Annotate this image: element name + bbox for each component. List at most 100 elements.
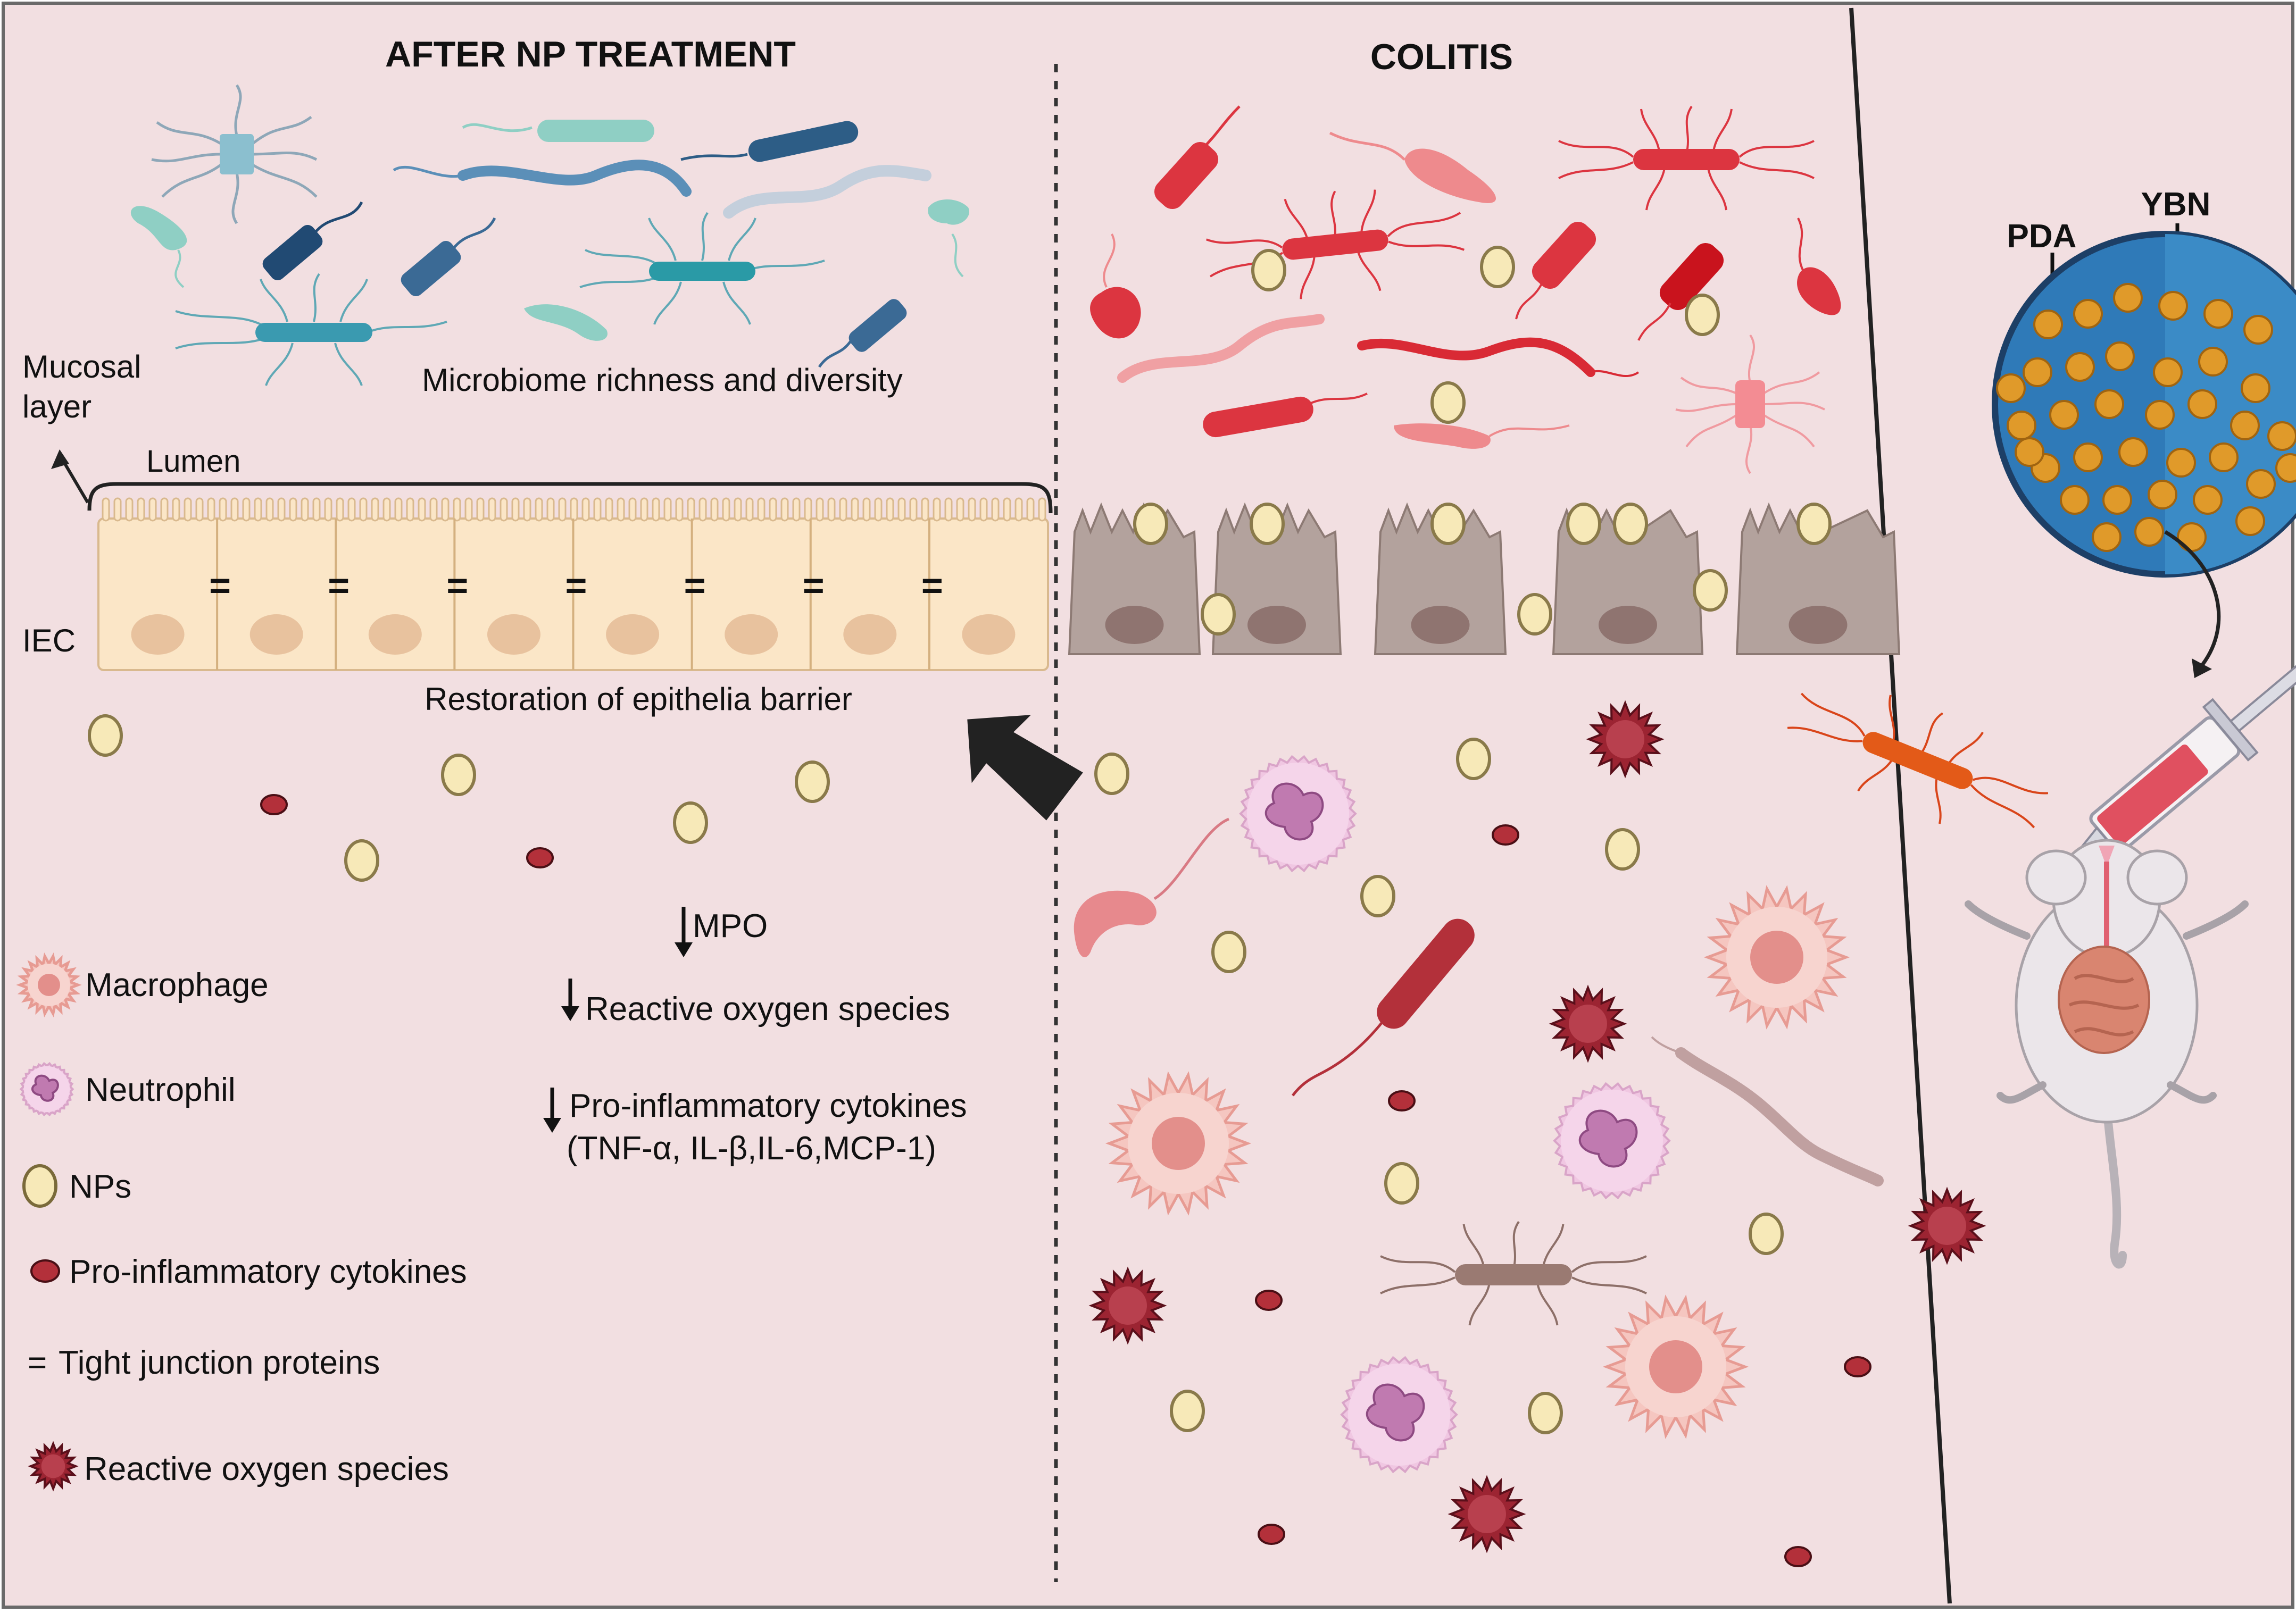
microvillus [219, 497, 227, 522]
mouse-ear [2025, 849, 2087, 906]
flagellum [1640, 108, 1661, 155]
syringe-plunger [2229, 651, 2296, 733]
flagella [1675, 334, 1825, 474]
microvillus [804, 497, 812, 522]
flagellum [1380, 1276, 1455, 1294]
bacterium-good [928, 199, 969, 225]
flagellum [1675, 403, 1737, 412]
legend-label-neutrophil: Neutrophil [85, 1072, 236, 1108]
mouse-intestine-folds [2068, 974, 2140, 1037]
macrophage-nucleus [1152, 1117, 1205, 1170]
microvillus [605, 497, 613, 522]
mouse-arm [2183, 900, 2249, 940]
panel-divider-diagonal [1849, 7, 1952, 1604]
flagellum [1800, 692, 1866, 737]
cytokine [1388, 1090, 1416, 1111]
flagellum [1300, 252, 1316, 299]
neutrophil [1239, 755, 1357, 873]
microvillus [535, 497, 543, 522]
pda-coating-dot [2177, 522, 2207, 552]
microvillus [839, 497, 847, 522]
pda-coating-dot [2166, 448, 2196, 478]
cytokine [260, 794, 288, 815]
macrophage-nucleus [1649, 1340, 1702, 1393]
bacterium-body [1282, 229, 1388, 260]
pda-coating-dot [2118, 437, 2148, 467]
bacterium-good [262, 225, 323, 280]
macrophage-icon [16, 952, 82, 1018]
pda-coating-dot [2049, 400, 2079, 430]
flagellum [1308, 392, 1368, 405]
microvillus [663, 497, 672, 522]
flagellum [1103, 233, 1116, 288]
healthy-microbiome [130, 84, 969, 386]
flagellum [1707, 164, 1727, 211]
nanoparticle [1685, 294, 1720, 336]
flagellum [1488, 424, 1570, 437]
bacterium-good [748, 121, 859, 162]
tight-junction: = [209, 565, 231, 606]
microvillus [1026, 497, 1035, 522]
pda-coating-dot [2134, 517, 2164, 547]
nanoparticle [1749, 1213, 1784, 1255]
syringe [2045, 651, 2296, 886]
mouse [1965, 839, 2249, 1269]
microvillus [827, 497, 836, 522]
flagellum [1857, 756, 1895, 792]
microvillus [113, 497, 122, 522]
cytokine [1784, 1546, 1812, 1567]
cytokine [1492, 824, 1519, 846]
microvillus [371, 497, 379, 522]
bacterium-pathogenic [1377, 918, 1475, 1029]
flagellum [1380, 1255, 1456, 1273]
bacterium-pathogenic [1154, 141, 1219, 210]
bacterium-good [818, 339, 853, 368]
microvillus [581, 497, 590, 522]
bacterium-good [723, 165, 931, 219]
pda-coating-dot [2235, 506, 2265, 536]
flagellum [1712, 108, 1733, 155]
restoration-arrow [967, 715, 1083, 821]
microvillus [558, 497, 567, 522]
lumen-bracket [87, 482, 1053, 514]
left-scatter [88, 714, 830, 882]
flagellum [1387, 212, 1461, 237]
ros-core [1468, 1495, 1506, 1533]
flagellum [1645, 164, 1666, 211]
flagella [1380, 1221, 1647, 1326]
flagellum [1536, 1280, 1559, 1326]
flagellum [1946, 731, 1984, 767]
microvillus [347, 497, 356, 522]
flagellum [1462, 1224, 1485, 1270]
mucosal-layer-label-line2: layer [22, 389, 91, 424]
pda-coating-dot [2158, 291, 2188, 321]
nanoparticle [1430, 381, 1466, 424]
flagellum [1360, 189, 1376, 237]
down-arrow-icon [543, 1118, 561, 1133]
ros-core [1109, 1286, 1147, 1325]
neutrophil [1553, 1082, 1671, 1200]
microvillus [1003, 497, 1011, 522]
cytokine-icon [30, 1259, 60, 1283]
nanoparticle [1456, 738, 1491, 780]
pda-coating-dot [2203, 299, 2233, 329]
cell-nucleus [131, 614, 185, 655]
microvillus [570, 497, 578, 522]
microvillus [137, 497, 145, 522]
bacterium-pathogenic [1394, 423, 1491, 449]
microvillus [862, 497, 871, 522]
microvillus [687, 497, 695, 522]
delivery-arrowhead [2192, 658, 2212, 678]
ros-core [1569, 1005, 1607, 1043]
flagellum [1970, 784, 2035, 829]
neutrophil-nucleus [1366, 1383, 1425, 1442]
macrophage [1602, 1294, 1749, 1439]
microvillus [921, 497, 929, 522]
microvillus [312, 497, 321, 522]
bacterium-good [313, 201, 363, 235]
tight-junction: = [921, 565, 943, 606]
legend-label-nps: NPs [69, 1168, 131, 1205]
nanoparticle-icon [22, 1164, 57, 1208]
flagellum [1571, 1276, 1647, 1294]
microvillus [500, 497, 508, 522]
